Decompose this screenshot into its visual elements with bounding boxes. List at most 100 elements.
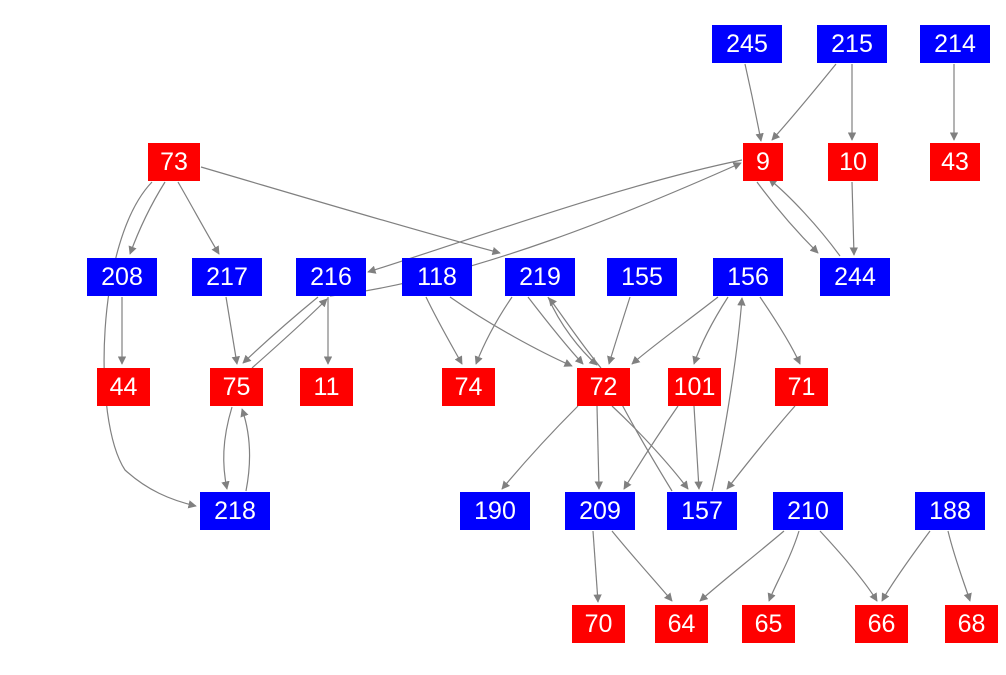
graph-edge xyxy=(881,530,931,602)
graph-node-11[interactable]: 11 xyxy=(300,368,353,406)
graph-node-label: 215 xyxy=(831,29,873,58)
graph-node-214[interactable]: 214 xyxy=(920,25,990,63)
graph-node-101[interactable]: 101 xyxy=(668,368,721,406)
graph-edge xyxy=(699,530,785,602)
graph-node-215[interactable]: 215 xyxy=(817,25,887,63)
graph-node-68[interactable]: 68 xyxy=(945,605,998,643)
graph-edge xyxy=(425,296,463,365)
graph-node-label: 65 xyxy=(754,609,783,638)
graph-edge xyxy=(607,296,631,365)
graph-edge xyxy=(548,297,602,369)
graph-edge xyxy=(128,181,166,255)
graph-node-label: 11 xyxy=(313,372,340,401)
graph-edge xyxy=(771,63,837,141)
graph-edge xyxy=(767,530,800,602)
graph-node-label: 209 xyxy=(579,496,621,525)
graph-node-43[interactable]: 43 xyxy=(930,143,980,181)
graph-edge xyxy=(947,530,972,602)
graph-node-label: 216 xyxy=(310,262,352,291)
graph-edge xyxy=(819,530,878,602)
graph-edge xyxy=(759,296,801,365)
graph-edge xyxy=(693,405,703,490)
graph-edge xyxy=(242,296,319,364)
graph-node-157[interactable]: 157 xyxy=(667,492,737,530)
graph-node-74[interactable]: 74 xyxy=(442,368,495,406)
graph-node-label: 71 xyxy=(787,372,816,401)
graph-node-217[interactable]: 217 xyxy=(192,258,262,296)
graph-node-label: 68 xyxy=(957,609,986,638)
graph-node-10[interactable]: 10 xyxy=(828,143,878,181)
graph-node-label: 10 xyxy=(839,147,867,176)
graph-node-label: 214 xyxy=(934,29,976,58)
graph-edge xyxy=(474,296,513,365)
graph-node-155[interactable]: 155 xyxy=(607,258,677,296)
graph-node-label: 245 xyxy=(726,29,768,58)
graph-node-44[interactable]: 44 xyxy=(97,368,150,406)
graph-node-219[interactable]: 219 xyxy=(505,258,575,296)
graph-edge xyxy=(611,405,689,490)
graph-node-label: 73 xyxy=(160,147,188,176)
graph-edge xyxy=(692,296,729,365)
graph-edge xyxy=(849,181,858,256)
graph-node-64[interactable]: 64 xyxy=(655,605,708,643)
graph-edge xyxy=(594,405,604,490)
graph-edge xyxy=(711,297,746,492)
graph-node-66[interactable]: 66 xyxy=(855,605,908,643)
graph-node-75[interactable]: 75 xyxy=(210,368,263,406)
graph-node-209[interactable]: 209 xyxy=(565,492,635,530)
graph-edge xyxy=(177,181,220,255)
graph-edge xyxy=(744,63,764,142)
graph-node-label: 9 xyxy=(756,147,770,176)
graph-edge xyxy=(200,166,501,256)
graph-edge xyxy=(251,298,328,369)
graph-node-label: 210 xyxy=(787,496,829,525)
graph-node-label: 75 xyxy=(222,372,251,401)
graph-node-label: 66 xyxy=(867,609,896,638)
graph-node-65[interactable]: 65 xyxy=(742,605,795,643)
graph-edge xyxy=(756,181,819,254)
graph-node-245[interactable]: 245 xyxy=(712,25,782,63)
graph-node-188[interactable]: 188 xyxy=(915,492,985,530)
graph-node-218[interactable]: 218 xyxy=(200,492,270,530)
graph-node-70[interactable]: 70 xyxy=(572,605,625,643)
graph-node-210[interactable]: 210 xyxy=(773,492,843,530)
graph-edge xyxy=(768,178,841,257)
graph-node-label: 217 xyxy=(206,262,248,291)
graph-node-label: 118 xyxy=(417,262,457,291)
graph-node-72[interactable]: 72 xyxy=(577,368,630,406)
graph-edge xyxy=(617,396,673,492)
graph-node-label: 72 xyxy=(589,372,618,401)
graph-node-190[interactable]: 190 xyxy=(460,492,530,530)
graph-edge xyxy=(103,181,197,509)
graph-node-118[interactable]: 118 xyxy=(402,258,472,296)
graph-node-label: 208 xyxy=(101,262,143,291)
graph-edge xyxy=(329,162,742,297)
graph-node-label: 155 xyxy=(621,262,663,291)
graph-edge xyxy=(592,530,602,603)
graph-edge xyxy=(611,530,673,602)
graph-edge xyxy=(449,296,573,367)
graph-node-216[interactable]: 216 xyxy=(296,258,366,296)
graph-node-label: 219 xyxy=(519,262,561,291)
graph-node-71[interactable]: 71 xyxy=(775,368,828,406)
graph-node-244[interactable]: 244 xyxy=(820,258,890,296)
graph-edge xyxy=(367,159,743,274)
graph-edge xyxy=(225,296,240,365)
graph-node-9[interactable]: 9 xyxy=(743,143,783,181)
graph-node-label: 157 xyxy=(681,496,723,525)
graph-node-label: 218 xyxy=(214,496,256,525)
graph-node-156[interactable]: 156 xyxy=(713,258,783,296)
graph-node-208[interactable]: 208 xyxy=(87,258,157,296)
graph-node-label: 70 xyxy=(584,609,613,638)
graph-edge xyxy=(631,296,719,365)
graph-node-label: 74 xyxy=(454,372,483,401)
graph-edge xyxy=(527,296,584,365)
graph-node-label: 156 xyxy=(727,262,769,291)
graph-node-label: 188 xyxy=(929,496,971,525)
graph-edge xyxy=(501,405,579,490)
graph-node-label: 43 xyxy=(941,147,969,176)
graph-node-73[interactable]: 73 xyxy=(148,143,200,181)
graph-edge xyxy=(221,406,233,490)
